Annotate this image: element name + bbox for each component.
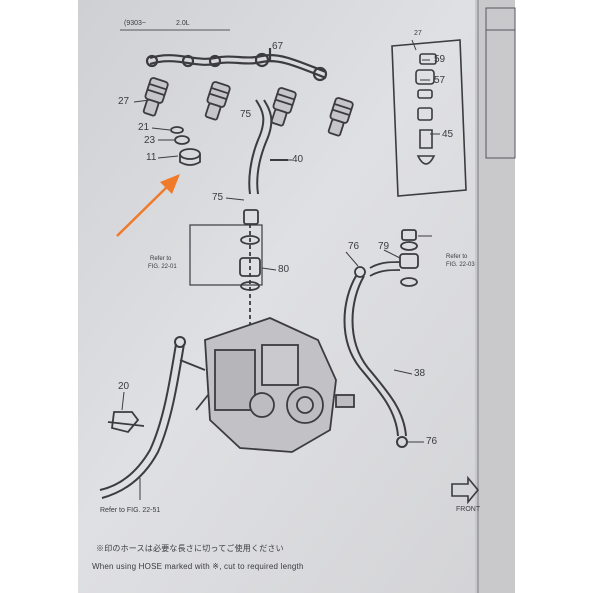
right-ref-line2: FIG. 22-03 bbox=[446, 262, 475, 268]
part-number-79: 79 bbox=[378, 241, 390, 252]
left-drain-hose bbox=[99, 336, 186, 499]
fuel-return-pipe bbox=[145, 48, 328, 82]
part-number-20: 20 bbox=[118, 381, 130, 392]
part-number-11: 11 bbox=[146, 152, 157, 163]
part-number-27: 27 bbox=[118, 96, 130, 107]
part-number-40: 40 bbox=[292, 154, 304, 165]
left-ref-line1: Refer to bbox=[150, 256, 172, 262]
part-number-76-upper: 76 bbox=[348, 241, 360, 252]
footnote-japanese: ※印のホースは必要な長さに切ってご使用ください bbox=[96, 544, 284, 553]
leader-lines bbox=[121, 39, 440, 500]
header-code: (9303~ bbox=[124, 20, 146, 27]
right-ref-line1: Refer to bbox=[446, 254, 468, 260]
right-fitting-group bbox=[354, 229, 419, 287]
left-ref-line2: FIG. 22-01 bbox=[148, 264, 177, 270]
hose-clip bbox=[107, 411, 145, 434]
part-number-80: 80 bbox=[278, 264, 290, 275]
part-number-67: 67 bbox=[272, 41, 284, 52]
page-background bbox=[78, 0, 516, 593]
part-number-57: 57 bbox=[434, 75, 446, 86]
injection-pump bbox=[179, 317, 355, 453]
highlight-arrow bbox=[116, 174, 180, 237]
part-number-23: 23 bbox=[144, 135, 156, 146]
part-number-75-lower: 75 bbox=[212, 192, 224, 203]
return-hose bbox=[343, 275, 408, 448]
fitting-group bbox=[189, 209, 263, 340]
part-number-21: 21 bbox=[138, 122, 150, 133]
header-engine: 2.0L bbox=[176, 20, 190, 27]
injector-nozzles bbox=[142, 77, 354, 137]
part-number-75-upper: 75 bbox=[240, 109, 252, 120]
part-number-38: 38 bbox=[414, 368, 426, 379]
front-label: FRONT bbox=[456, 506, 481, 513]
part-number-59: 59 bbox=[434, 54, 446, 65]
washers-and-seat bbox=[170, 126, 201, 166]
part-number-76-lower: 76 bbox=[426, 436, 438, 447]
part-number-45: 45 bbox=[442, 129, 454, 140]
footnote-english: When using HOSE marked with ※, cut to re… bbox=[92, 562, 304, 571]
nozzle-holder-detail bbox=[391, 39, 467, 197]
front-arrow-icon bbox=[451, 475, 480, 505]
bottom-ref: Refer to FIG. 22-51 bbox=[100, 507, 161, 514]
part-number-27-detail: 27 bbox=[414, 30, 422, 37]
